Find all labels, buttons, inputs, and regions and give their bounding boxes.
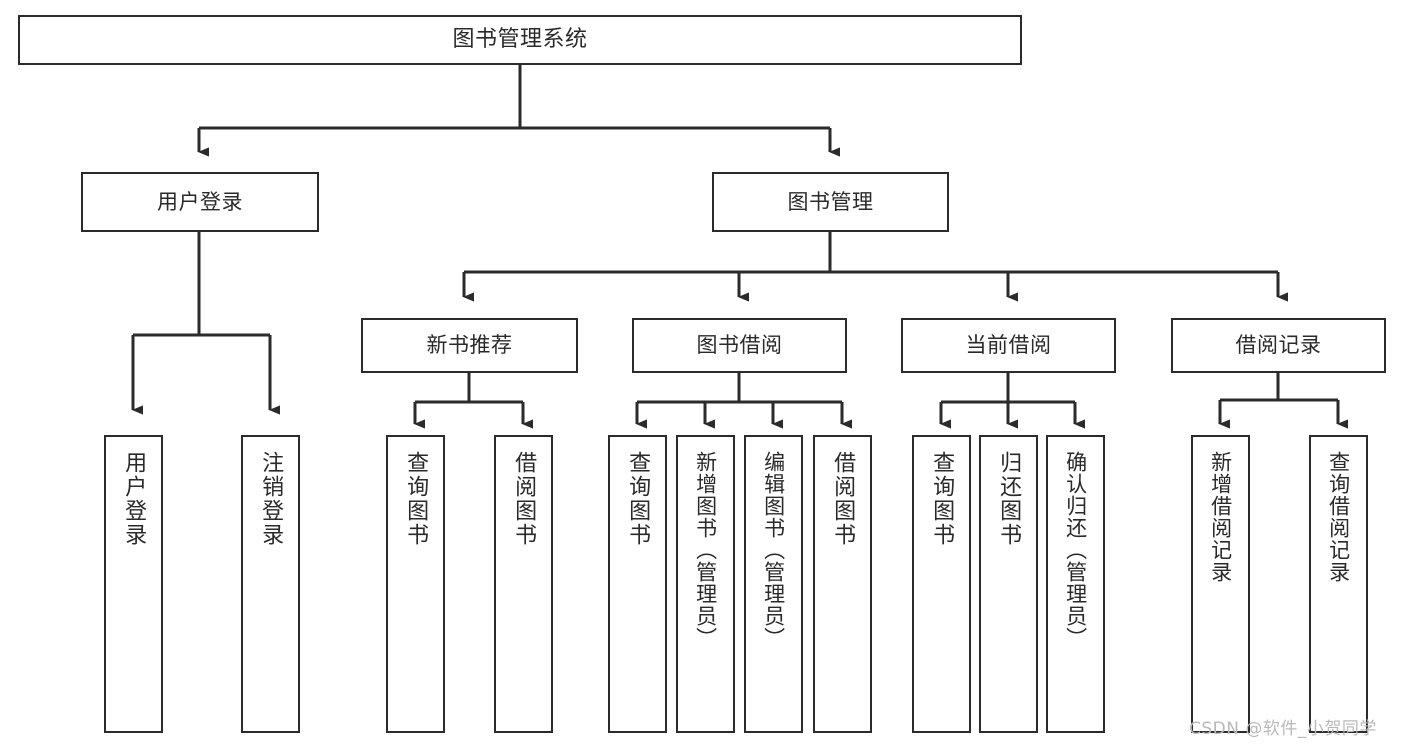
- node-book-management[interactable]: 图书管理: [712, 172, 949, 232]
- node-label: 用户登录: [157, 189, 243, 214]
- node-label: 注销登录: [258, 451, 284, 547]
- node-label: 新书推荐: [426, 333, 513, 358]
- node-label: 归还图书: [996, 451, 1022, 547]
- node-new-book-recommend[interactable]: 新书推荐: [361, 318, 578, 373]
- watermark-text: CSDN @软件_小贺同学: [1189, 719, 1377, 739]
- node-label: 借阅图书: [511, 451, 537, 547]
- leaf-current-borrow-return-book[interactable]: 归还图书: [979, 435, 1038, 733]
- node-label: 图书管理系统: [452, 27, 588, 53]
- node-label: 新增借阅记录: [1208, 451, 1233, 583]
- node-label: 借阅图书: [830, 451, 856, 547]
- node-label: 图书管理: [787, 189, 874, 214]
- leaf-borrow-record-query-record[interactable]: 查询借阅记录: [1309, 435, 1368, 733]
- node-label: 编辑图书（管理员）: [761, 451, 786, 649]
- leaf-new-book-borrow-book[interactable]: 借阅图书: [494, 435, 553, 733]
- node-label: 用户登录: [121, 451, 147, 547]
- leaf-user-login-signout[interactable]: 注销登录: [241, 435, 300, 733]
- node-current-borrow[interactable]: 当前借阅: [901, 318, 1116, 373]
- node-root-library-system[interactable]: 图书管理系统: [18, 15, 1022, 65]
- leaf-borrow-record-add-record[interactable]: 新增借阅记录: [1191, 435, 1250, 733]
- node-label: 查询图书: [929, 451, 955, 547]
- leaf-new-book-query-book[interactable]: 查询图书: [386, 435, 445, 733]
- node-borrow-record[interactable]: 借阅记录: [1171, 318, 1386, 373]
- leaf-book-borrow-borrow-book[interactable]: 借阅图书: [813, 435, 872, 733]
- node-label: 当前借阅: [965, 333, 1052, 358]
- leaf-current-borrow-query-book[interactable]: 查询图书: [912, 435, 971, 733]
- node-label: 查询图书: [403, 451, 429, 547]
- leaf-current-borrow-confirm-return-admin[interactable]: 确认归还（管理员）: [1046, 435, 1105, 733]
- node-label: 新增图书（管理员）: [693, 451, 718, 649]
- node-user-login[interactable]: 用户登录: [81, 172, 319, 232]
- node-label: 借阅记录: [1235, 333, 1322, 358]
- node-book-borrow[interactable]: 图书借阅: [632, 318, 847, 373]
- node-label: 查询借阅记录: [1326, 451, 1351, 583]
- node-label: 查询图书: [625, 451, 651, 547]
- leaf-book-borrow-query-book[interactable]: 查询图书: [608, 435, 667, 733]
- node-label: 图书借阅: [696, 333, 783, 358]
- leaf-book-borrow-edit-book-admin[interactable]: 编辑图书（管理员）: [744, 435, 803, 733]
- node-label: 确认归还（管理员）: [1063, 451, 1088, 649]
- leaf-user-login-signin[interactable]: 用户登录: [104, 435, 163, 733]
- leaf-book-borrow-add-book-admin[interactable]: 新增图书（管理员）: [676, 435, 735, 733]
